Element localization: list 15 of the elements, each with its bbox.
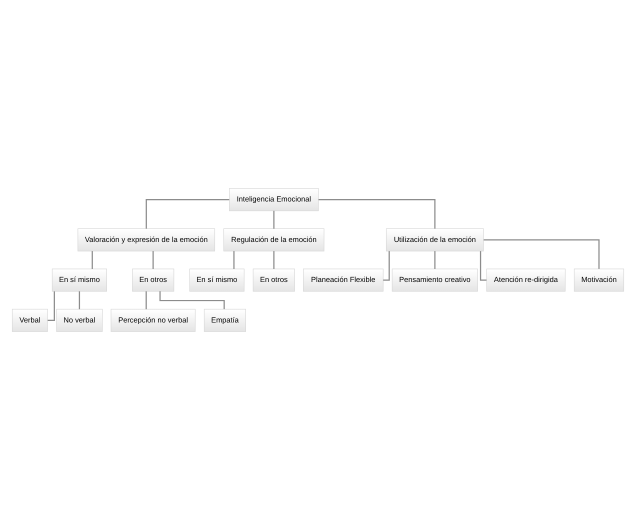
connector — [78, 290, 80, 309]
connector — [318, 198, 436, 228]
connector — [152, 250, 154, 268]
connector — [159, 290, 225, 309]
connector — [92, 250, 93, 268]
connector — [273, 210, 274, 228]
connector — [48, 290, 55, 320]
connector — [434, 250, 436, 268]
connector — [484, 238, 600, 268]
connector — [233, 250, 235, 268]
connector — [480, 250, 486, 280]
connector — [146, 290, 147, 309]
connector — [146, 198, 230, 228]
connector — [383, 250, 390, 280]
connector — [273, 250, 274, 268]
